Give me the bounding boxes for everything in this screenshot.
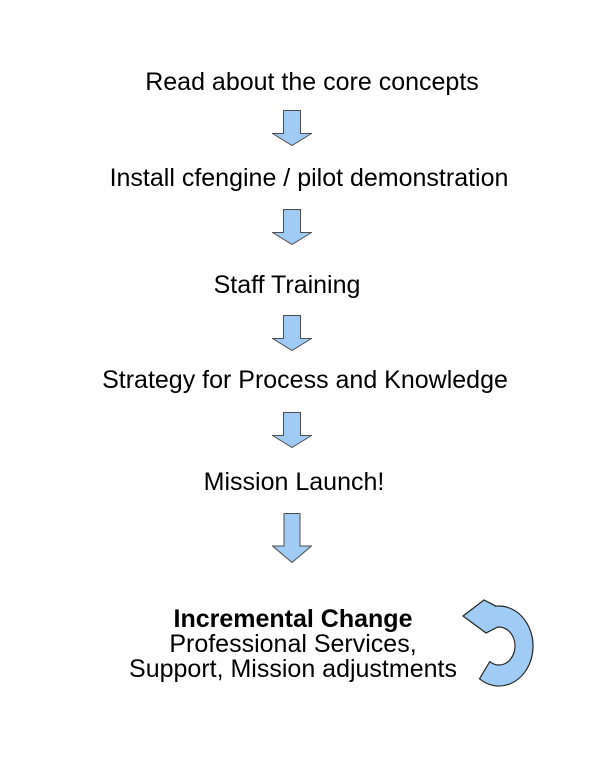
- final-step-block: Incremental Change Professional Services…: [129, 607, 457, 682]
- loop-arrow-icon: [462, 599, 534, 687]
- down-arrow-icon: [272, 315, 312, 351]
- final-step-subtitle-line1: Professional Services,: [169, 630, 417, 658]
- final-step-subtitle-line2: Support, Mission adjustments: [129, 655, 457, 683]
- step-label-staff-training: Staff Training: [213, 271, 361, 299]
- step-label-mission-launch: Mission Launch!: [203, 468, 385, 496]
- step-label-read-concepts: Read about the core concepts: [145, 68, 479, 96]
- down-arrow-icon: [272, 412, 312, 448]
- down-arrow-icon: [272, 110, 312, 146]
- final-step-title: Incremental Change: [173, 605, 413, 633]
- down-arrow-icon-large: [272, 513, 312, 563]
- step-label-strategy: Strategy for Process and Knowledge: [102, 366, 508, 394]
- step-label-install-pilot: Install cfengine / pilot demonstration: [109, 164, 509, 192]
- down-arrow-icon: [272, 209, 312, 245]
